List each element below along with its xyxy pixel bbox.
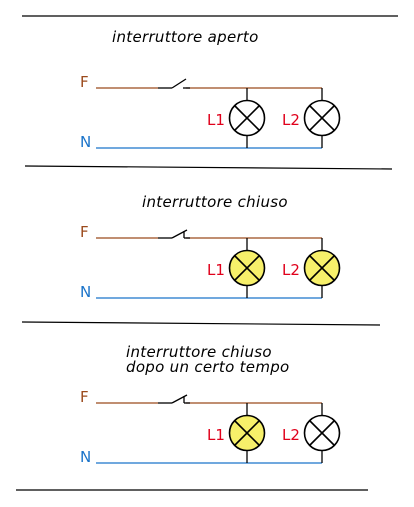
lamp-icon xyxy=(228,249,266,287)
panel-title: interruttore aperto xyxy=(112,28,259,46)
phase-label: F xyxy=(80,73,89,91)
neutral-label: N xyxy=(80,133,91,151)
separator-line xyxy=(21,321,381,326)
separator-line xyxy=(24,165,393,170)
lamp-icon xyxy=(303,414,341,452)
lamp-icon xyxy=(303,249,341,287)
panel-title: dopo un certo tempo xyxy=(126,358,290,376)
lamp-label: L2 xyxy=(282,111,300,129)
phase-label: F xyxy=(80,388,89,406)
lamp-icon xyxy=(303,99,341,137)
neutral-label: N xyxy=(80,448,91,466)
switch-lever xyxy=(171,229,188,239)
switch-symbol xyxy=(158,78,190,89)
switch-lever xyxy=(171,394,188,404)
switch-symbol xyxy=(158,229,190,239)
lamp-label: L1 xyxy=(207,111,225,129)
lamp-label: L2 xyxy=(282,261,300,279)
lamp-icon xyxy=(228,99,266,137)
lamp-icon xyxy=(228,414,266,452)
lamp-label: L1 xyxy=(207,426,225,444)
panel-title: interruttore chiuso xyxy=(126,343,272,361)
switch-symbol xyxy=(158,394,190,404)
phase-label: F xyxy=(80,223,89,241)
panel-title: interruttore chiuso xyxy=(142,193,288,211)
neutral-label: N xyxy=(80,283,91,301)
lamp-label: L2 xyxy=(282,426,300,444)
lamp-label: L1 xyxy=(207,261,225,279)
switch-lever xyxy=(171,78,187,89)
